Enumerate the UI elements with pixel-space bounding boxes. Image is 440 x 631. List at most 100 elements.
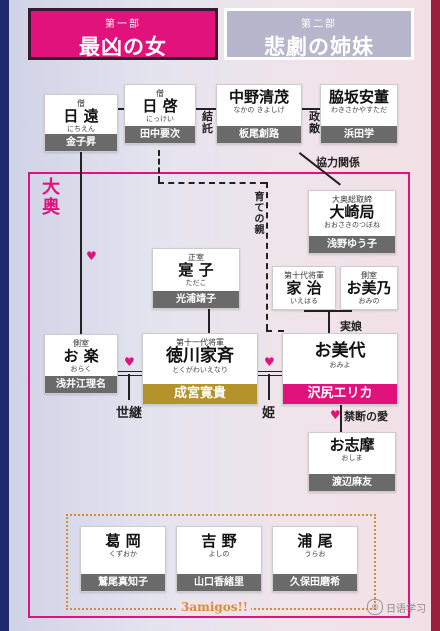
card-role: 側室 — [73, 339, 89, 348]
left-edge-bar — [0, 0, 9, 631]
card-reading: ただこ — [185, 279, 207, 287]
card-name: 浦 尾 — [297, 532, 333, 550]
card-urao: 浦 尾 うらお 久保田磨希 — [272, 526, 358, 592]
card-actor: 浅井江理名 — [45, 376, 117, 393]
kindan-heart-icon: ♥ — [330, 408, 341, 422]
ooku-frame — [28, 172, 410, 618]
jitsumusume-label: 実娘 — [340, 320, 362, 333]
card-reading: おおさきのつぼね — [324, 221, 380, 229]
card-actor: 田中要次 — [125, 126, 195, 143]
kindan-label: 禁断の愛 — [344, 410, 388, 423]
card-reading: いえはる — [290, 297, 318, 305]
sodate-label: 育ての親 — [254, 192, 265, 236]
sodate-dash-1 — [158, 150, 160, 182]
card-name: 大崎局 — [329, 203, 375, 221]
sodate-dash-2 — [158, 182, 266, 184]
sodate-dash-3 — [266, 182, 268, 330]
ooku-label: 大奥 — [42, 177, 60, 218]
card-reading: うらお — [304, 550, 326, 558]
card-name: お美乃 — [346, 279, 392, 297]
hime-line — [268, 374, 270, 400]
card-actor: 鷲尾真知子 — [81, 574, 165, 591]
nichien-oraku-line — [80, 152, 82, 338]
card-actor: 渡辺麻友 — [309, 474, 395, 491]
card-name: お美代 — [314, 341, 366, 361]
card-name: 脇坂安董 — [328, 88, 389, 106]
seitsugu-line — [128, 374, 130, 400]
card-reading: にちえん — [67, 125, 95, 133]
part-two-label: 第二部 — [301, 19, 337, 30]
omiyo-oshima-line — [340, 404, 342, 432]
card-reading: おらく — [70, 365, 92, 373]
ienari-omiyo-marriage — [258, 371, 282, 376]
card-role: 正室 — [188, 253, 204, 262]
part-one-label: 第一部 — [105, 19, 141, 30]
card-actor: 浅野ゆう子 — [309, 236, 395, 253]
card-name: 中野清茂 — [228, 88, 289, 106]
kyoryoku-label: 協力関係 — [316, 156, 360, 169]
card-actor: 光浦靖子 — [153, 291, 239, 308]
card-name: 寔 子 — [178, 261, 214, 279]
card-reading: おみよ — [329, 361, 351, 369]
hiroko-ienari-line — [208, 309, 210, 333]
yuitaku-label: 結託 — [202, 110, 213, 135]
seitsugu-label: 世継 — [116, 406, 143, 421]
nichien-nikkei-line — [118, 108, 124, 110]
card-omino: 側室 お美乃 おみの — [340, 266, 398, 310]
card-nichien: 僧 日 遠 にちえん 金子昇 — [44, 94, 118, 152]
card-role: 僧 — [77, 99, 85, 108]
seikyo-label: 政敵 — [309, 110, 320, 135]
part-two-title: 悲劇の姉妹 — [264, 34, 374, 59]
card-actor: 浜田学 — [321, 126, 397, 143]
nikkei-nakano-line — [196, 108, 216, 110]
card-nikkei: 僧 日 啓 にっけい 田中要次 — [124, 84, 196, 144]
card-osaki: 大奥総取締 大崎局 おおさきのつぼね 浅野ゆう子 — [308, 190, 396, 254]
card-actor: 山口香緒里 — [177, 574, 261, 591]
right-edge-bar — [431, 0, 440, 631]
card-name: 徳川家斉 — [166, 346, 234, 366]
card-nakano: 中野清茂 なかの きよしげ 板尾創路 — [216, 84, 302, 144]
card-reading: なかの きよしげ — [233, 106, 285, 114]
card-reading: わきさかやすただ — [331, 106, 387, 114]
card-name: 家 治 — [286, 279, 322, 297]
card-omiyo: お美代 おみよ 沢尻エリカ — [282, 333, 398, 405]
card-role: 第十代将軍 — [284, 271, 324, 280]
card-oraku: 側室 お 楽 おらく 浅井江理名 — [44, 334, 118, 394]
card-actor: 沢尻エリカ — [283, 384, 397, 404]
card-reading: くずおか — [109, 550, 137, 558]
card-name: 吉 野 — [201, 532, 237, 550]
wechat-icon: ◎ — [367, 599, 383, 615]
card-actor: 金子昇 — [45, 134, 117, 151]
card-name: お志摩 — [329, 436, 375, 454]
oraku-ienari-heart-icon: ♥ — [124, 355, 135, 369]
card-actor: 板尾創路 — [217, 126, 301, 143]
card-wakisaka: 脇坂安董 わきさかやすただ 浜田学 — [320, 84, 398, 144]
card-role: 第十一代将軍 — [176, 338, 224, 347]
card-name: お 楽 — [63, 347, 99, 365]
hime-label: 姫 — [262, 406, 276, 421]
part-one-header: 第一部 最凶の女 — [28, 8, 218, 60]
card-role: 大奥総取締 — [332, 195, 372, 204]
part-one-title: 最凶の女 — [79, 34, 167, 59]
watermark: ◎ 日语学习 — [367, 599, 426, 615]
card-ieharu: 第十代将軍 家 治 いえはる — [272, 266, 336, 310]
card-reading: おしま — [341, 454, 363, 462]
card-role: 僧 — [156, 89, 164, 98]
oraku-ienari-marriage — [118, 371, 142, 376]
card-yoshino: 吉 野 よしの 山口香緒里 — [176, 526, 262, 592]
watermark-text: 日语学习 — [386, 603, 426, 615]
card-reading: にっけい — [146, 115, 174, 123]
sodate-dash-4 — [266, 330, 284, 332]
card-kazuraoka: 葛 岡 くずおか 鷲尾真知子 — [80, 526, 166, 592]
card-hiroko: 正室 寔 子 ただこ 光浦靖子 — [152, 248, 240, 309]
ienari-omiyo-heart-icon: ♥ — [264, 355, 275, 369]
nichien-oraku-heart-icon: ♥ — [86, 249, 97, 263]
card-name: 葛 岡 — [105, 532, 141, 550]
nakano-wakisaka-line — [302, 108, 320, 110]
card-name: 日 遠 — [63, 107, 99, 125]
card-actor: 成宮寛貴 — [143, 384, 257, 404]
card-reading: よしの — [208, 550, 230, 558]
card-role: 側室 — [361, 271, 377, 280]
parents-omiyo-line — [328, 310, 330, 334]
card-name: 日 啓 — [142, 97, 178, 115]
